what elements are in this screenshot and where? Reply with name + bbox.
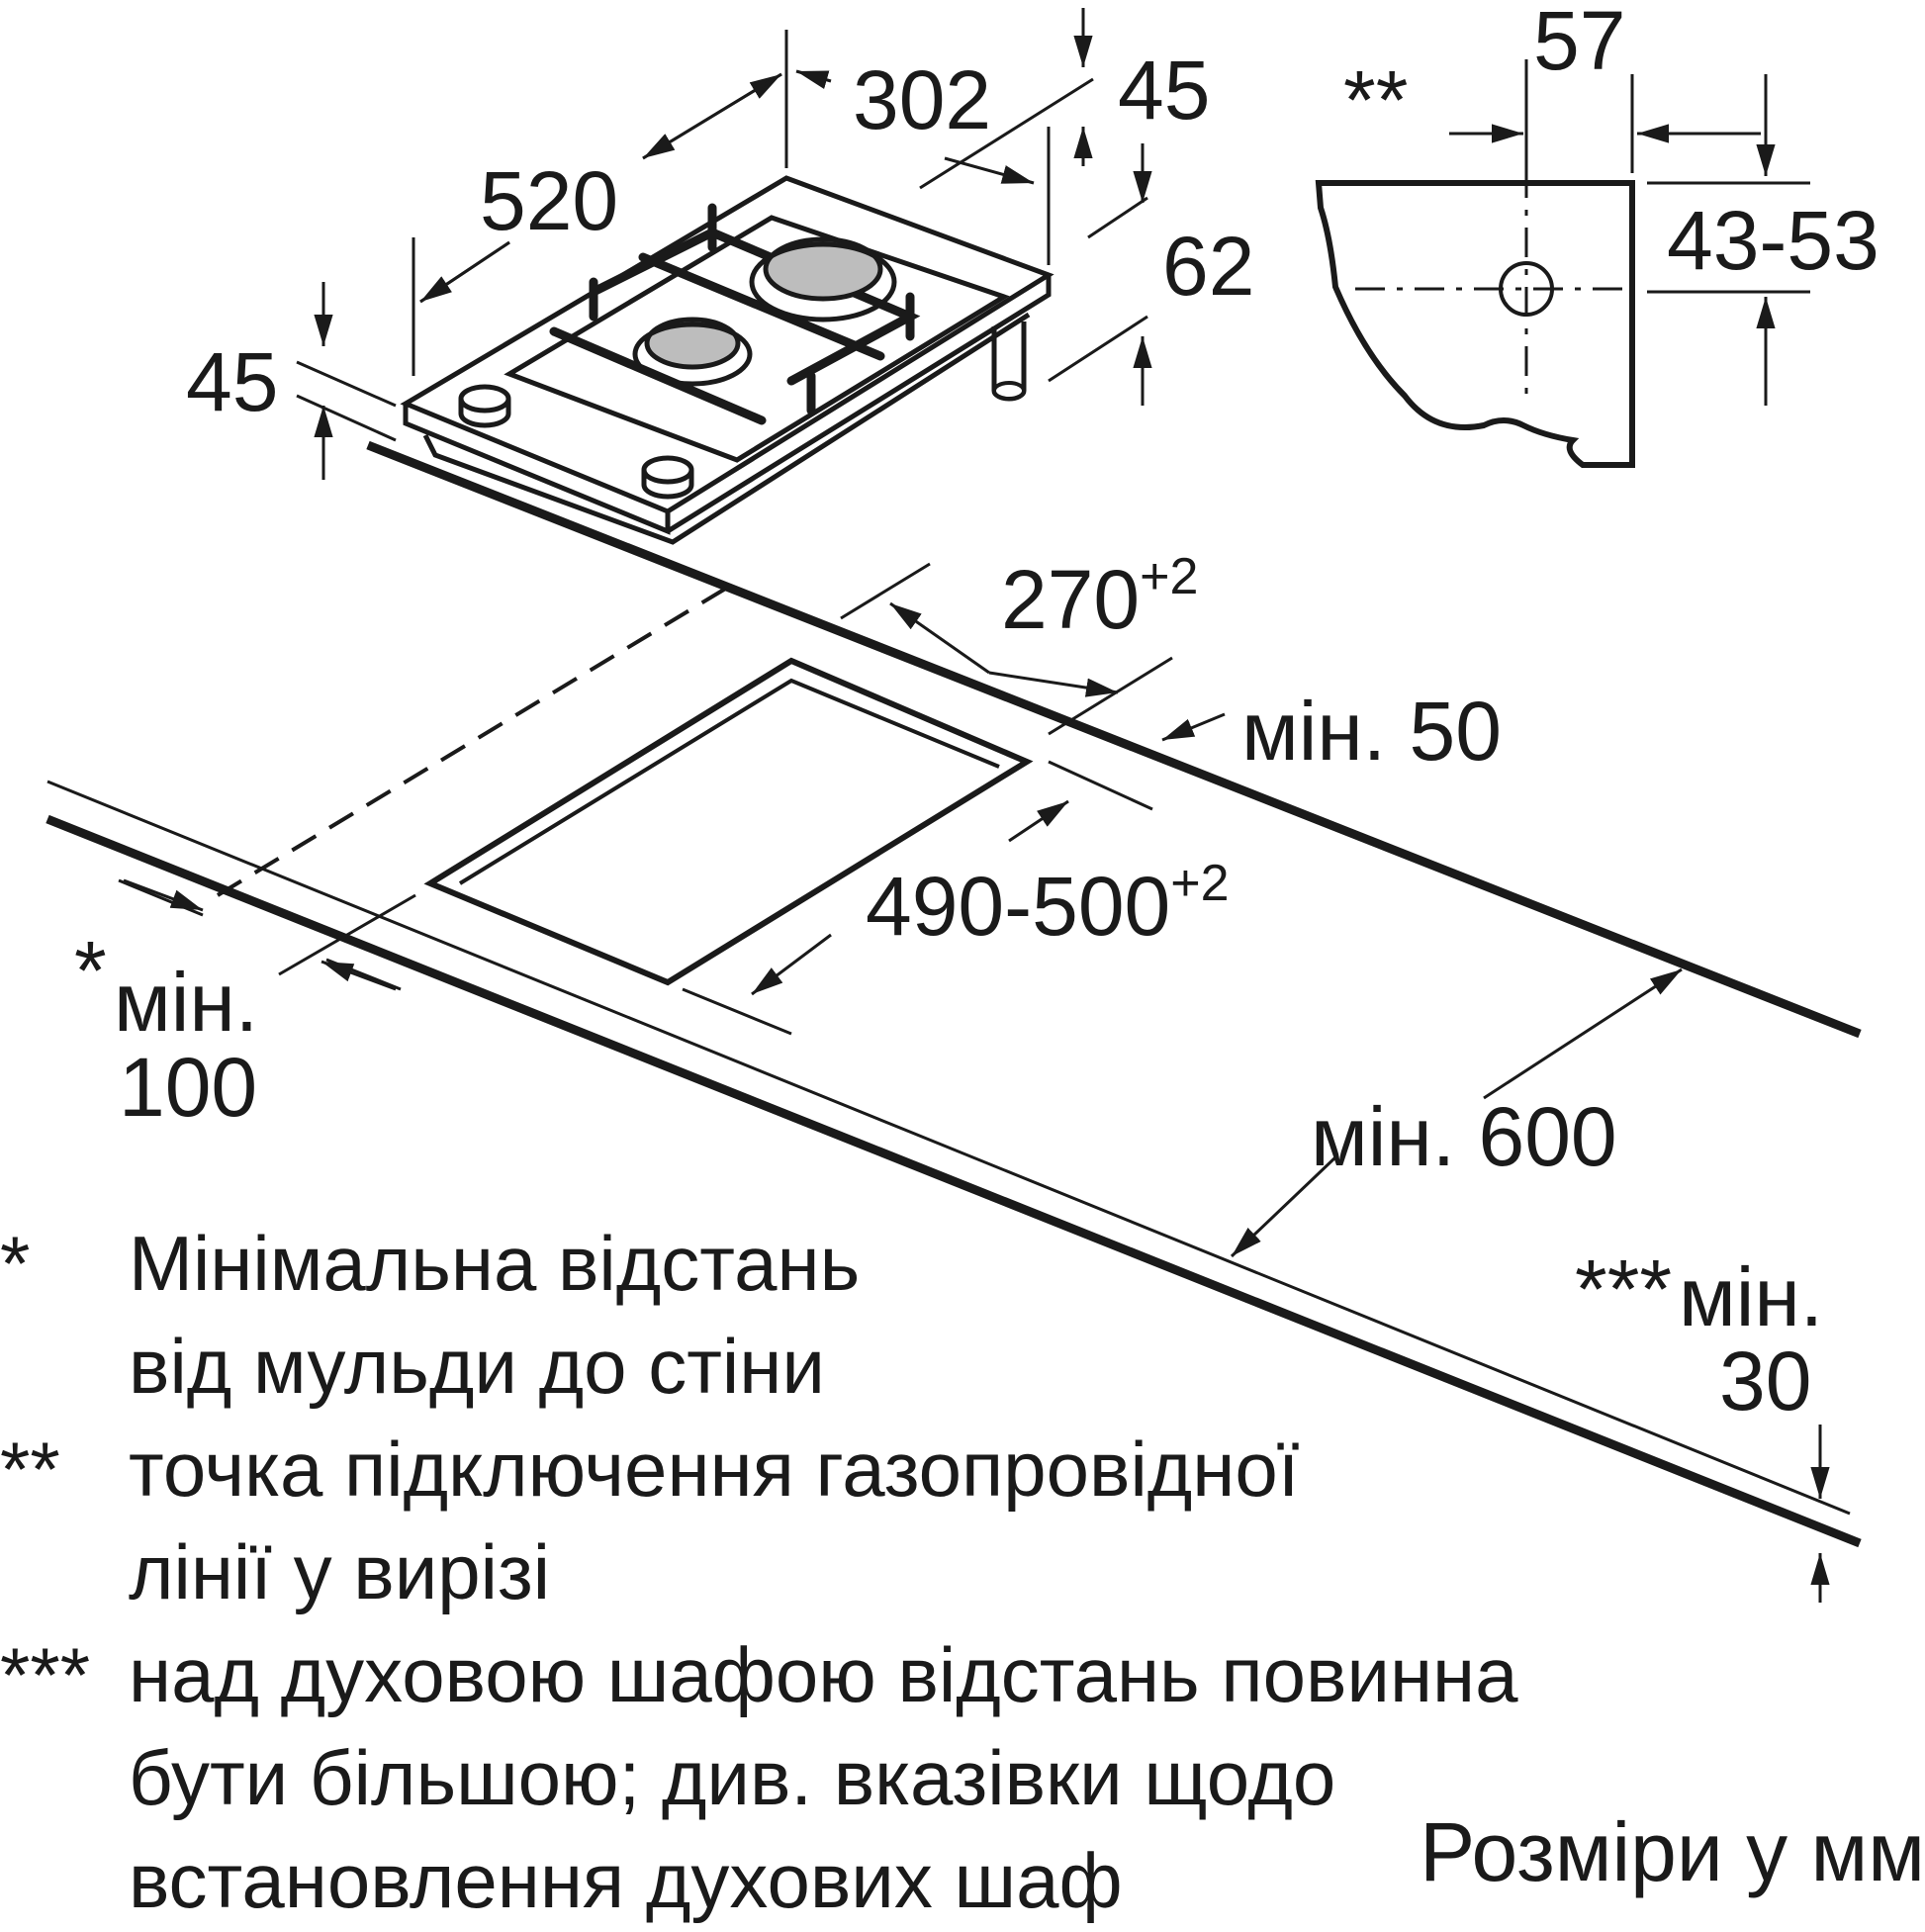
footnote-2-mark: **: [0, 1426, 60, 1513]
gas-inlet-circle: [1499, 261, 1554, 317]
min-rear-label: мін. 50: [1241, 685, 1502, 778]
worktop-plan: [46, 440, 1862, 1548]
gas-offset-label: 57: [1533, 0, 1625, 87]
footnote-1-line-1: * Мінімальна відстань: [0, 1212, 1925, 1315]
min-below-value: 30: [1719, 1334, 1811, 1427]
footnote-3-text: над духовою шафою відстань повинна: [129, 1631, 1518, 1718]
gas-connection-detail: ** 57 43-53: [1315, 0, 1879, 468]
control-knob-2: [641, 455, 694, 500]
min-wall-mark: *: [74, 924, 107, 1017]
worktop-rear-edge: [366, 440, 1862, 1039]
gas-height-range-label: 43-53: [1667, 194, 1879, 287]
footnote-2-line-2: лінії у вирізі: [0, 1520, 1925, 1623]
burner-small-ring: [632, 322, 753, 387]
wall-dashed-line: [216, 580, 739, 897]
footnote-2-line-1: ** точка підключення газопровідної: [0, 1418, 1925, 1520]
worktop-dimension-lines: [118, 562, 1830, 1603]
worktop-front-edge-thin: [46, 780, 1851, 1516]
min-below-label: мін.: [1679, 1250, 1823, 1343]
min-depth-label: мін. 600: [1311, 1090, 1617, 1183]
footnote-3-text-cont: бути більшою; див. вказівки щодо: [129, 1734, 1336, 1821]
cutout-outline: [423, 657, 1034, 986]
gas-detail-mark: **: [1343, 53, 1408, 146]
footnote-1-text-cont: від мульди до стіни: [129, 1323, 825, 1410]
units-label: Розміри у мм: [1420, 1805, 1925, 1898]
min-wall-value: 100: [119, 1041, 257, 1134]
hob-dimension-lines: [296, 8, 1152, 480]
hob-height-side-label: 45: [186, 335, 278, 428]
footnote-3-text-cont-2: встановлення духових шаф: [129, 1837, 1123, 1924]
footnote-3-line-2: бути більшою; див. вказівки щодо: [0, 1726, 1925, 1829]
hob-width-label: 302: [853, 53, 991, 146]
cutout-width-label: 270+2: [1001, 548, 1198, 646]
hob-base: [422, 312, 1031, 545]
worktop-section: [1315, 180, 1635, 468]
worktop-front-edge: [46, 814, 1862, 1548]
control-knob-1: [458, 384, 511, 428]
footnote-2-text: точка підключення газопровідної: [129, 1426, 1300, 1513]
footnote-2-text-cont: лінії у вирізі: [129, 1528, 551, 1615]
footnote-1-text: Мінімальна відстань: [129, 1220, 861, 1307]
min-wall-label: мін.: [114, 956, 258, 1049]
gas-connector: [991, 322, 1027, 402]
hob-illustration: [400, 175, 1054, 545]
footnote-1-mark: *: [0, 1220, 31, 1307]
footnote-3-line-1: *** над духовою шафою відстань повинна: [0, 1623, 1925, 1726]
cutout-depth-label: 490-500+2: [866, 855, 1230, 953]
cutout-inner-edge: [458, 678, 1000, 885]
footnote-3-mark: ***: [0, 1631, 91, 1718]
burner-large-ring: [749, 241, 897, 322]
footnote-1-line-2: від мульди до стіни: [0, 1315, 1925, 1418]
burner-large: [763, 236, 883, 302]
min-below-mark: ***: [1575, 1242, 1672, 1335]
hob-plate-edge: [403, 275, 1052, 535]
hob-depth-label: 520: [480, 154, 618, 247]
hob-height-top-label: 45: [1118, 44, 1210, 137]
burner-small: [644, 317, 741, 370]
hob-base-height-label: 62: [1162, 220, 1254, 313]
